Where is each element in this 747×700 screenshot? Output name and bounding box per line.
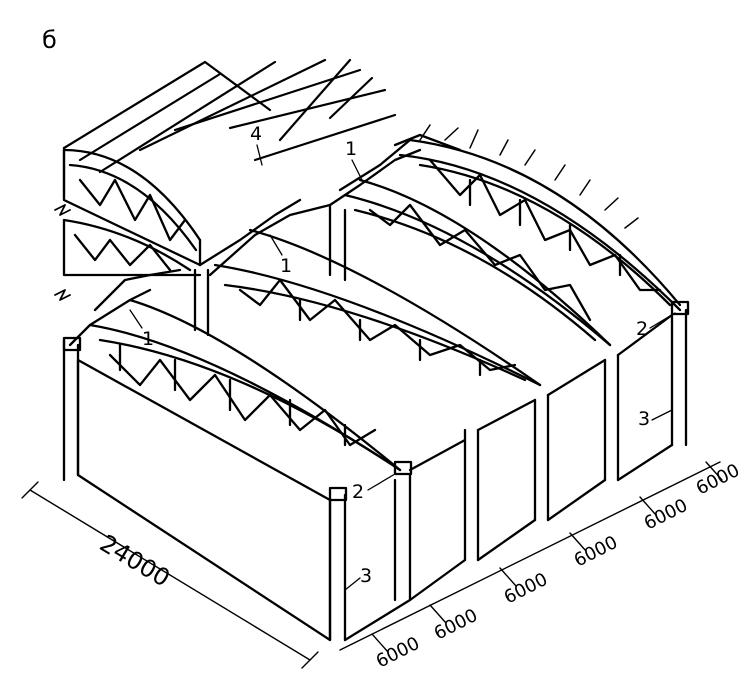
dim-bay-2: 6000 — [431, 605, 481, 645]
dim-span-24000: 24000 — [95, 529, 175, 592]
callout-truss-1-top: 1 — [345, 138, 357, 160]
dim-bay-5: 6000 — [641, 495, 691, 535]
callout-cap-2-front: 2 — [352, 481, 364, 503]
callout-column-3-right: 3 — [638, 408, 650, 430]
callout-truss-1-mid: 1 — [280, 255, 292, 277]
truss-back-right — [393, 133, 682, 312]
dim-bay-3: 6000 — [501, 569, 551, 609]
dim-bay-1: 6000 — [373, 633, 423, 673]
dim-bay-6: 6000 — [693, 460, 743, 500]
roof-purlins — [62, 58, 397, 200]
dim-bay-4: 6000 — [571, 532, 621, 572]
truss-front-left — [68, 268, 402, 472]
wall-panels — [76, 313, 674, 642]
callout-column-3-front: 3 — [360, 565, 372, 587]
column-caps — [62, 300, 690, 502]
ridge-ticks — [419, 124, 639, 229]
figure-letter: б — [42, 26, 57, 54]
truss-middle-2 — [328, 138, 612, 347]
truss-rear-left — [62, 148, 202, 267]
break-marks — [54, 204, 71, 301]
dimension-lines — [21, 461, 723, 669]
truss-middle-1 — [198, 198, 542, 387]
callout-purlin-4: 4 — [250, 123, 262, 145]
callout-truss-1-front: 1 — [142, 328, 154, 350]
columns — [62, 203, 688, 642]
truss-group — [62, 133, 682, 472]
callout-cap-2-right: 2 — [636, 318, 648, 340]
